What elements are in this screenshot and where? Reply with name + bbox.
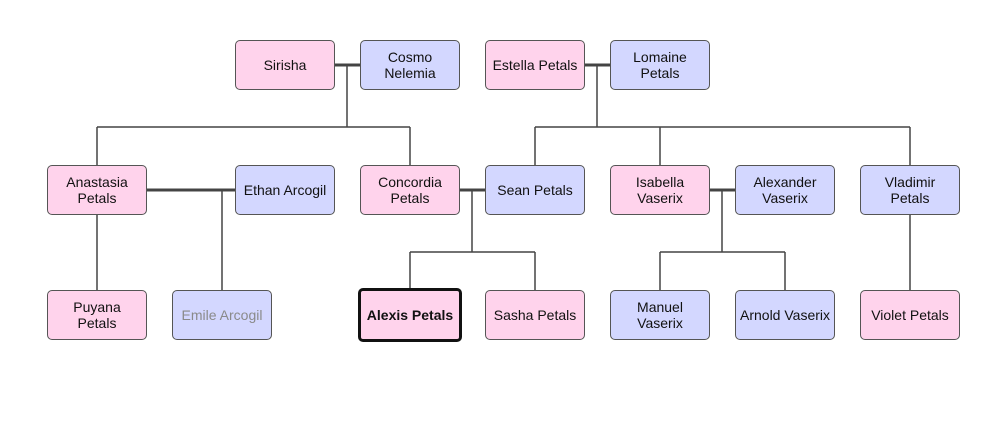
- person-name: Emile Arcogil: [181, 307, 263, 323]
- person-name: Alexander Vaserix: [753, 174, 817, 206]
- person-sean-petals[interactable]: Sean Petals: [485, 165, 585, 215]
- person-arnold-vaserix[interactable]: Arnold Vaserix: [735, 290, 835, 340]
- person-isabella-vaserix[interactable]: Isabella Vaserix: [610, 165, 710, 215]
- person-puyana-petals[interactable]: Puyana Petals: [47, 290, 147, 340]
- person-cosmo-nelemia[interactable]: Cosmo Nelemia: [360, 40, 460, 90]
- person-alexander-vaserix[interactable]: Alexander Vaserix: [735, 165, 835, 215]
- person-name: Sirisha: [263, 57, 307, 73]
- person-alexis-petals[interactable]: Alexis Petals: [358, 288, 462, 342]
- person-name: Puyana Petals: [73, 299, 121, 331]
- person-emile-arcogil[interactable]: Emile Arcogil: [172, 290, 272, 340]
- person-name: Cosmo Nelemia: [384, 49, 436, 81]
- person-anastasia-petals[interactable]: Anastasia Petals: [47, 165, 147, 215]
- person-name: Vladimir Petals: [884, 174, 936, 206]
- person-vladimir-petals[interactable]: Vladimir Petals: [860, 165, 960, 215]
- person-name: Estella Petals: [492, 57, 578, 73]
- person-name: Violet Petals: [871, 307, 949, 323]
- person-sirisha[interactable]: Sirisha: [235, 40, 335, 90]
- person-manuel-vaserix[interactable]: Manuel Vaserix: [610, 290, 710, 340]
- person-violet-petals[interactable]: Violet Petals: [860, 290, 960, 340]
- person-ethan-arcogil[interactable]: Ethan Arcogil: [235, 165, 335, 215]
- person-name: Arnold Vaserix: [740, 307, 831, 323]
- person-name: Lomaine Petals: [633, 49, 687, 81]
- person-name: Alexis Petals: [366, 307, 454, 323]
- person-name: Sean Petals: [497, 182, 573, 198]
- person-name: Isabella Vaserix: [635, 174, 685, 206]
- person-concordia-petals[interactable]: Concordia Petals: [360, 165, 460, 215]
- person-estella-petals[interactable]: Estella Petals: [485, 40, 585, 90]
- person-name: Anastasia Petals: [66, 174, 128, 206]
- person-lomaine-petals[interactable]: Lomaine Petals: [610, 40, 710, 90]
- person-name: Concordia Petals: [378, 174, 442, 206]
- person-name: Ethan Arcogil: [243, 182, 327, 198]
- person-sasha-petals[interactable]: Sasha Petals: [485, 290, 585, 340]
- person-name: Manuel Vaserix: [637, 299, 683, 331]
- person-name: Sasha Petals: [493, 307, 577, 323]
